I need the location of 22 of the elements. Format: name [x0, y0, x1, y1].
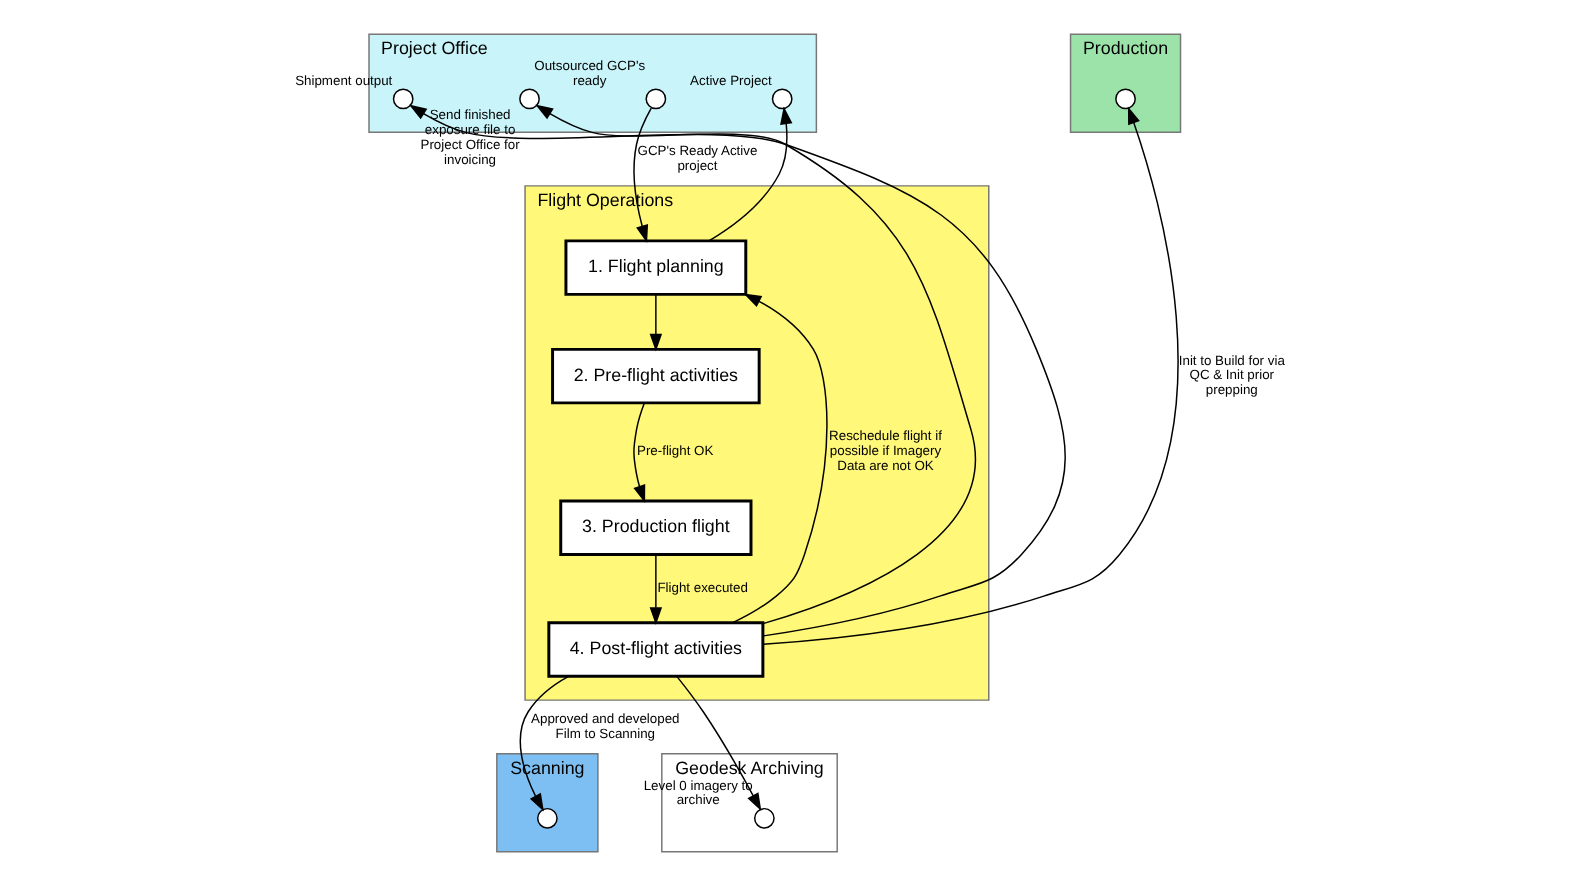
- node-circle: [535, 807, 557, 829]
- node-box: 4. Post-flight activities: [546, 621, 764, 678]
- node-box: 3. Production flight: [558, 499, 752, 556]
- node-circle: [1114, 88, 1135, 110]
- arrow: [761, 106, 1178, 646]
- node-circle: [518, 88, 539, 110]
- arrow: [534, 104, 976, 625]
- cluster: Production: [1068, 33, 1181, 134]
- arrow: [632, 107, 651, 243]
- node-box: 1. Flight planning: [563, 239, 747, 296]
- arrow: [707, 106, 792, 242]
- node-circle: [644, 88, 666, 110]
- arrow: [675, 675, 761, 811]
- arrow: [731, 293, 827, 624]
- arrow: [407, 104, 1065, 637]
- node-box: 2. Pre-flight activities: [550, 347, 760, 405]
- arrow: [648, 293, 662, 352]
- node-circle: [770, 88, 792, 110]
- node-circle: [752, 807, 774, 829]
- arrow: [632, 402, 645, 503]
- arrow: [648, 554, 662, 626]
- node-circle: [391, 88, 413, 110]
